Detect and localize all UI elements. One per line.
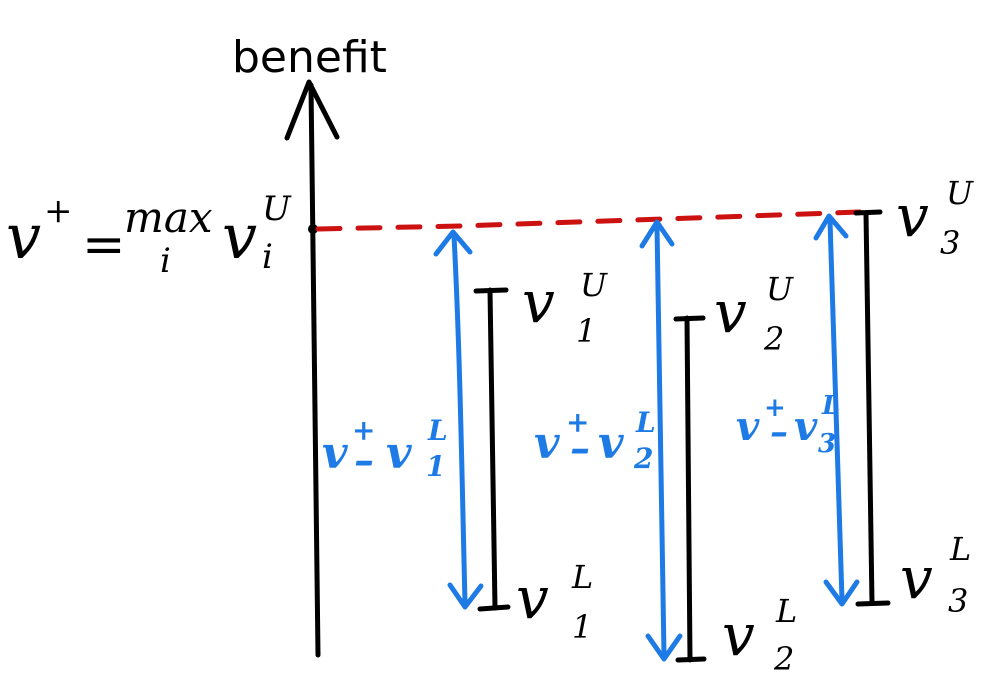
benefit-axis-arrowhead bbox=[284, 79, 340, 141]
interval-3: v U 3 v L 3 v + – v L 3 bbox=[736, 174, 974, 620]
interval-3-gap-arrow bbox=[827, 217, 845, 603]
interval-3-gap-label: v + – v L 3 bbox=[736, 391, 840, 459]
svg-text:v: v bbox=[534, 418, 560, 469]
svg-text:1: 1 bbox=[426, 450, 445, 483]
interval-2-gap-label: v + – v L 2 bbox=[534, 406, 656, 475]
interval-2-bar bbox=[684, 315, 693, 663]
svg-text:U: U bbox=[766, 270, 794, 308]
interval-3-lower-tick bbox=[855, 600, 891, 607]
svg-text:v: v bbox=[794, 403, 818, 450]
svg-text:2: 2 bbox=[633, 442, 653, 475]
svg-text:v: v bbox=[598, 418, 624, 469]
interval-2: v U 2 v L 2 v + – v L 2 bbox=[534, 219, 797, 678]
svg-text:L: L bbox=[821, 391, 840, 421]
interval-2-lower-tick bbox=[675, 656, 707, 663]
interval-3-lower-label: v L 3 bbox=[900, 530, 971, 620]
interval-1-arrowhead-top bbox=[433, 229, 473, 257]
svg-text:v: v bbox=[900, 544, 933, 612]
svg-text:L: L bbox=[635, 406, 656, 439]
interval-1-gap-label: v + – v L 1 bbox=[322, 414, 448, 484]
svg-text:v: v bbox=[322, 428, 348, 479]
svg-text:+: + bbox=[566, 406, 589, 439]
interval-2-gap-arrow bbox=[654, 223, 667, 658]
svg-text:–: – bbox=[570, 425, 590, 472]
svg-text:U: U bbox=[580, 266, 608, 304]
svg-text:v: v bbox=[516, 564, 549, 632]
interval-1-lower-label: v L 1 bbox=[516, 558, 593, 646]
svg-text:2: 2 bbox=[773, 640, 794, 678]
max-point bbox=[308, 224, 318, 234]
svg-text:–: – bbox=[354, 437, 374, 484]
interval-3-arrowhead-bottom bbox=[823, 579, 860, 607]
svg-text:3: 3 bbox=[940, 224, 960, 262]
svg-text:L: L bbox=[775, 592, 797, 630]
svg-text:v: v bbox=[522, 268, 555, 336]
axis-title: benefit bbox=[232, 32, 387, 83]
svg-text:v: v bbox=[222, 200, 257, 273]
interval-2-arrowhead-bottom bbox=[645, 633, 683, 662]
interval-2-arrowhead-top bbox=[639, 219, 675, 249]
svg-text:=: = bbox=[82, 215, 126, 275]
svg-text:3: 3 bbox=[948, 582, 968, 620]
svg-text:v: v bbox=[6, 200, 41, 273]
svg-text:U: U bbox=[262, 189, 292, 229]
interval-2-upper-tick bbox=[673, 315, 706, 322]
interval-3-bar bbox=[863, 210, 875, 606]
interval-1-lower-tick bbox=[477, 604, 511, 612]
svg-text:2: 2 bbox=[763, 320, 784, 358]
svg-text:v: v bbox=[736, 403, 760, 450]
svg-text:v: v bbox=[722, 601, 755, 669]
benefit-axis-line bbox=[308, 82, 321, 658]
svg-text:L: L bbox=[571, 558, 593, 596]
svg-text:–: – bbox=[770, 411, 788, 453]
interval-1-upper-tick bbox=[473, 287, 509, 294]
svg-text:U: U bbox=[946, 174, 974, 212]
interval-1-arrowhead-bottom bbox=[447, 582, 484, 610]
svg-text:v: v bbox=[386, 428, 412, 479]
svg-text:1: 1 bbox=[576, 312, 596, 350]
interval-1-upper-label: v U 1 bbox=[522, 266, 608, 350]
svg-text:+: + bbox=[764, 393, 786, 423]
svg-text:L: L bbox=[949, 530, 971, 568]
max-label: v + = max i v U i bbox=[6, 189, 292, 281]
svg-text:max: max bbox=[124, 193, 213, 242]
interval-3-upper-label: v U 3 bbox=[896, 174, 974, 262]
svg-text:L: L bbox=[427, 414, 448, 447]
svg-text:i: i bbox=[160, 241, 171, 281]
svg-text:+: + bbox=[44, 191, 73, 231]
interval-2-upper-label: v U 2 bbox=[714, 270, 794, 358]
svg-text:3: 3 bbox=[818, 429, 836, 459]
interval-3-upper-tick bbox=[853, 209, 883, 216]
interval-1: v U 1 v L 1 v + – v L 1 bbox=[322, 229, 608, 646]
interval-1-bar bbox=[487, 287, 498, 611]
svg-text:1: 1 bbox=[572, 608, 592, 646]
interval-3-arrowhead-top bbox=[813, 213, 849, 241]
svg-text:v: v bbox=[896, 182, 929, 250]
svg-text:+: + bbox=[352, 414, 375, 447]
max-dashed-line bbox=[315, 209, 863, 232]
svg-text:v: v bbox=[714, 278, 747, 346]
interval-1-gap-arrow bbox=[451, 233, 468, 606]
interval-2-lower-label: v L 2 bbox=[722, 592, 797, 678]
svg-text:i: i bbox=[262, 237, 273, 277]
